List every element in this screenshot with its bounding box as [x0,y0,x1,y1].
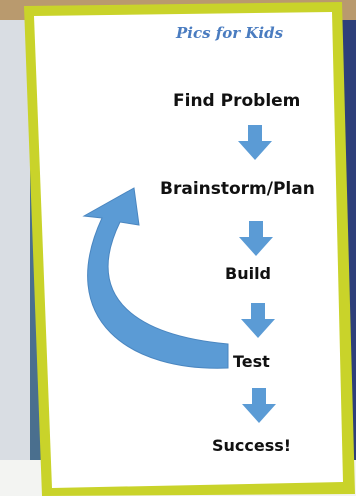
brand-title: Pics for Kids [176,24,284,42]
down-arrow-4 [242,388,276,423]
step-test: Test [233,352,270,371]
step-build: Build [225,264,272,283]
background-left [0,20,30,496]
step-find-problem: Find Problem [173,91,301,111]
step-success: Success! [212,436,292,455]
down-arrow-1 [238,125,272,160]
step-brainstorm-plan: Brainstorm/Plan [160,179,315,199]
feedback-arrow [82,187,229,369]
poster-card [34,12,343,488]
down-arrow-3 [241,303,275,338]
down-arrow-2 [239,221,273,256]
